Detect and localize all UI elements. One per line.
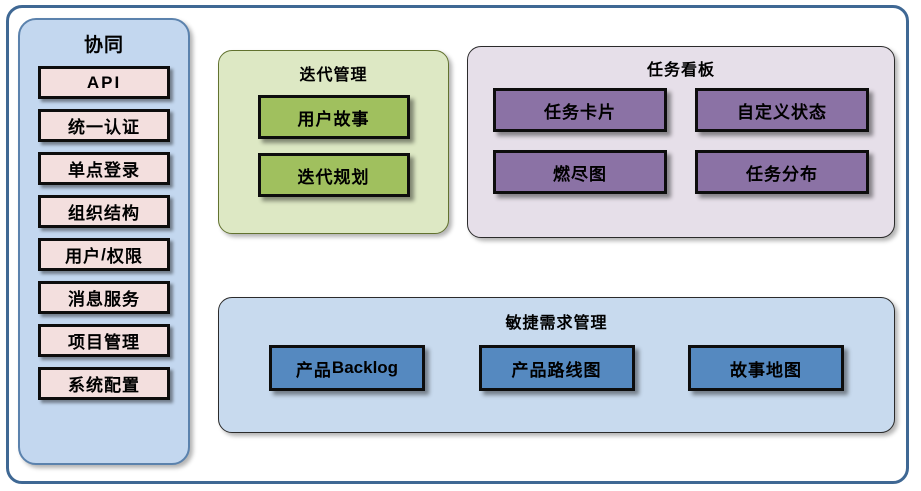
- card-task-distribution[interactable]: 任务分布: [695, 150, 869, 194]
- card-product-backlog-latin: Backlog: [331, 358, 399, 377]
- panel-collaboration[interactable]: 协同 API 统一认证 单点登录 组织结构 用户/权限 消息服务 项目管理 系统…: [18, 18, 190, 465]
- card-product-backlog-cjk: 产品: [295, 360, 332, 380]
- card-product-roadmap[interactable]: 产品路线图: [478, 345, 635, 391]
- sidebar-item-user-permission-cjk-before: 用户: [65, 247, 102, 266]
- sidebar-item-user-permission-slash: /: [101, 244, 107, 264]
- sidebar-item-message-service[interactable]: 消息服务: [38, 281, 170, 314]
- card-burndown-chart[interactable]: 燃尽图: [493, 150, 667, 194]
- sidebar-item-project-management[interactable]: 项目管理: [38, 324, 170, 357]
- panel-iteration-management[interactable]: 迭代管理 用户故事 迭代规划: [218, 50, 449, 234]
- card-story-map[interactable]: 故事地图: [688, 345, 844, 391]
- collaboration-item-list: API 统一认证 单点登录 组织结构 用户/权限 消息服务 项目管理 系统配置: [20, 66, 188, 400]
- sidebar-item-user-permission[interactable]: 用户/权限: [38, 238, 170, 271]
- card-task-card[interactable]: 任务卡片: [493, 88, 667, 132]
- panel-agile-requirement-management-title: 敏捷需求管理: [505, 315, 608, 332]
- panel-iteration-management-title: 迭代管理: [299, 67, 368, 84]
- sidebar-item-system-config[interactable]: 系统配置: [38, 367, 170, 400]
- sidebar-item-unified-auth[interactable]: 统一认证: [38, 109, 170, 142]
- sidebar-item-single-sign-on[interactable]: 单点登录: [38, 152, 170, 185]
- panel-task-board-title: 任务看板: [646, 62, 715, 79]
- card-custom-status[interactable]: 自定义状态: [695, 88, 869, 132]
- panel-collaboration-title: 协同: [83, 35, 124, 56]
- sidebar-item-api[interactable]: API: [38, 66, 170, 99]
- card-iteration-planning[interactable]: 迭代规划: [257, 153, 410, 197]
- card-user-story[interactable]: 用户故事: [257, 95, 410, 139]
- panel-task-board[interactable]: 任务看板 任务卡片 自定义状态 燃尽图 任务分布: [467, 46, 895, 238]
- task-board-card-grid: 任务卡片 自定义状态 燃尽图 任务分布: [468, 88, 894, 194]
- sidebar-item-org-structure[interactable]: 组织结构: [38, 195, 170, 228]
- sidebar-item-user-permission-cjk-after: 权限: [106, 247, 143, 266]
